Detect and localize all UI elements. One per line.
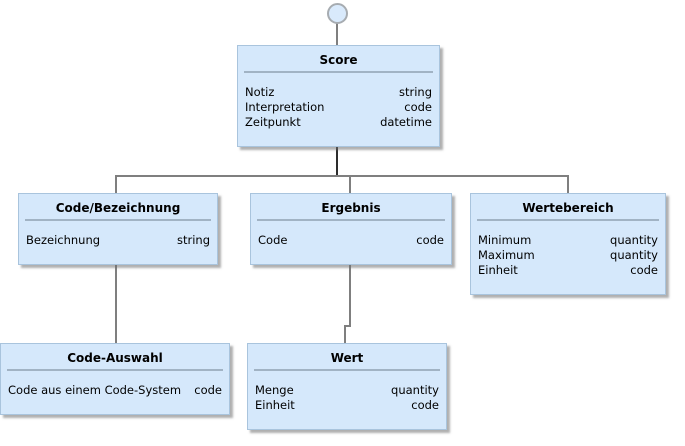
attribute-name: Maximum [478,248,535,262]
title-separator [244,71,433,73]
attribute-row: Menge quantity [255,383,439,398]
connector-score-vertical [336,146,338,177]
connector-drop-wertebereich [567,175,569,193]
connector-ergebnis-wert-1 [349,265,351,327]
node-title: Wertebereich [522,201,614,215]
title-separator [25,219,211,221]
node-body: Menge quantity Einheit code [248,371,446,413]
attribute-row: Code aus einem Code-System code [8,383,222,398]
connector-root-stem [336,23,338,45]
node-title: Code/Bezeichnung [55,201,181,215]
attribute-row: Code code [258,233,444,248]
node-body: Minimum quantity Maximum quantity Einhei… [471,221,665,278]
node-ergebnis[interactable]: Ergebnis Code code [250,193,452,265]
attribute-type: quantity [391,383,439,397]
connector-main-horizontal [115,175,569,177]
attribute-type: code [411,398,439,412]
attribute-name: Code [258,233,288,247]
attribute-type: code [194,383,222,397]
node-body: Notiz string Interpretation code Zeitpun… [238,73,439,130]
node-body: Code code [251,221,451,248]
attribute-name: Interpretation [245,100,325,114]
attribute-name: Code aus einem Code-System [8,383,182,397]
attribute-row: Zeitpunkt datetime [245,115,432,130]
attribute-type: datetime [380,115,432,129]
node-wertebereich[interactable]: Wertebereich Minimum quantity Maximum qu… [470,193,666,295]
attribute-name: Bezeichnung [26,233,101,247]
attribute-type: string [398,85,432,99]
title-separator [7,369,223,371]
attribute-row: Notiz string [245,85,432,100]
node-body: Bezeichnung string [19,221,217,248]
attribute-name: Notiz [245,85,275,99]
title-separator [477,219,659,221]
attribute-type: code [404,100,432,114]
node-score[interactable]: Score Notiz string Interpretation code Z… [237,45,440,147]
attribute-type: quantity [610,248,658,262]
attribute-name: Menge [255,383,294,397]
attribute-type: string [176,233,210,247]
attribute-name: Einheit [255,398,295,412]
connector-drop-ergebnis [349,175,351,193]
attribute-row: Minimum quantity [478,233,658,248]
attribute-type: code [630,263,658,277]
attribute-name: Einheit [478,263,518,277]
node-code-bezeichnung[interactable]: Code/Bezeichnung Bezeichnung string [18,193,218,265]
connector-ergebnis-wert-jog [344,325,351,327]
attribute-type: quantity [610,233,658,247]
attribute-type: code [416,233,444,247]
attribute-row: Interpretation code [245,100,432,115]
attribute-row: Einheit code [255,398,439,413]
connector-codebez-codeauswahl [115,265,117,343]
attribute-row: Maximum quantity [478,248,658,263]
node-title: Code-Auswahl [67,351,163,365]
node-body: Code aus einem Code-System code [1,371,229,398]
connector-ergebnis-wert-2 [344,325,346,343]
attribute-name: Minimum [478,233,532,247]
connector-drop-codebez [115,175,117,193]
node-title: Ergebnis [321,201,381,215]
node-code-auswahl[interactable]: Code-Auswahl Code aus einem Code-System … [0,343,230,415]
attribute-row: Einheit code [478,263,658,278]
title-separator [254,369,440,371]
title-separator [257,219,445,221]
root-circle-icon[interactable] [327,3,348,24]
attribute-row: Bezeichnung string [26,233,210,248]
node-title: Wert [330,351,364,365]
node-title: Score [319,53,358,67]
node-wert[interactable]: Wert Menge quantity Einheit code [247,343,447,430]
attribute-name: Zeitpunkt [245,115,301,129]
